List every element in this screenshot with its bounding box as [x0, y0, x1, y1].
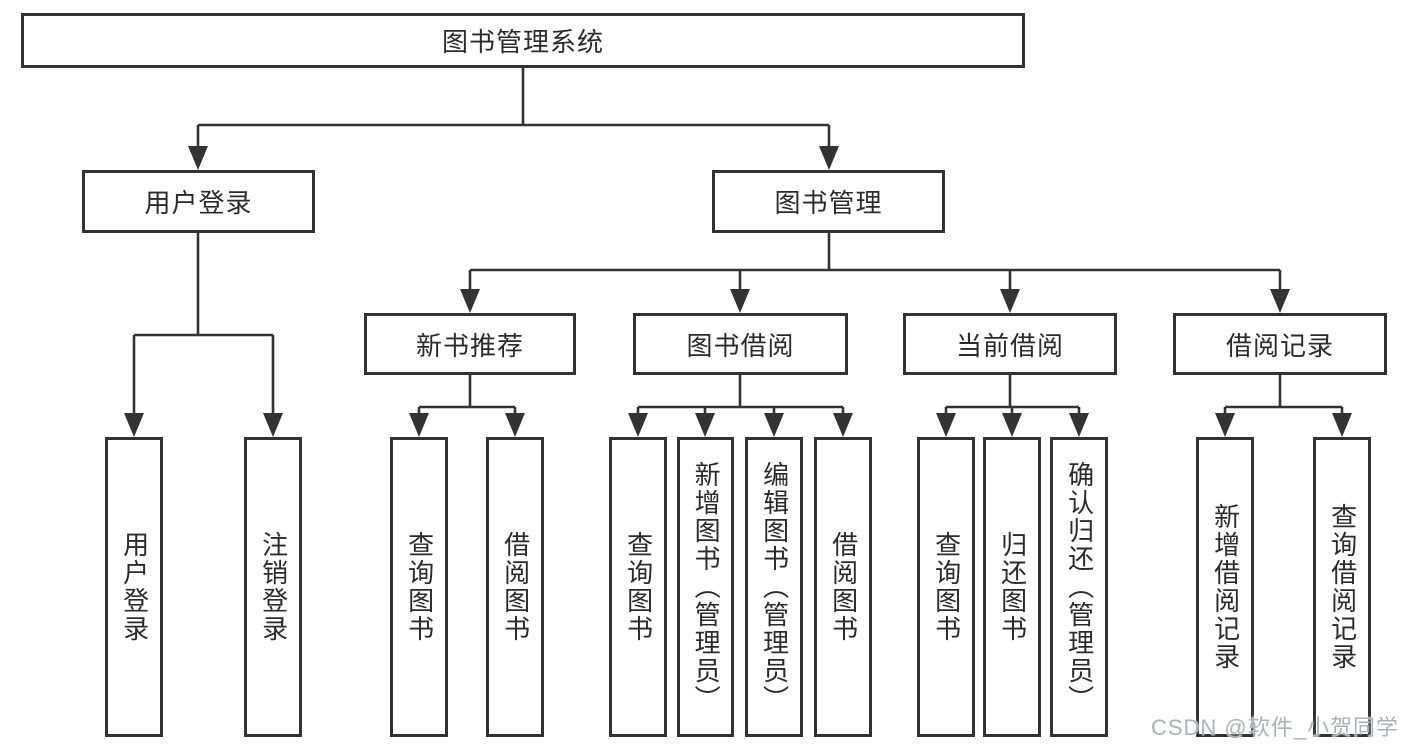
leaf-label: 用户登录: [119, 531, 150, 643]
node-logout-action: 注销登录: [244, 437, 302, 737]
leaf-label: 查询借阅记录: [1327, 503, 1358, 671]
connector-user-login-children: [132, 233, 275, 415]
node-user-login-branch: 用户登录: [82, 170, 315, 233]
leaf-label: 编辑图书（管理员）: [759, 461, 790, 713]
arrow-icon: [409, 413, 429, 437]
arrow-icon: [833, 413, 853, 437]
node-query-borrow-record: 查询借阅记录: [1313, 437, 1371, 737]
arrow-icon: [1000, 289, 1020, 313]
leaf-label: 确认归还（管理员）: [1064, 461, 1095, 713]
node-new-book-recommendation: 新书推荐: [364, 313, 576, 375]
watermark-text: CSDN @软件_小贺同学: [1150, 715, 1399, 740]
node-current-borrowing: 当前借阅: [903, 313, 1117, 375]
node-query-books-recommend: 查询图书: [390, 437, 448, 737]
arrow-icon: [1002, 413, 1022, 437]
node-edit-books-admin: 编辑图书（管理员）: [745, 437, 803, 737]
arrow-icon: [124, 413, 144, 437]
leaf-label: 注销登录: [258, 531, 289, 643]
node-user-login-action: 用户登录: [105, 437, 163, 737]
node-query-books-current: 查询图书: [917, 437, 975, 737]
arrow-icon: [695, 413, 715, 437]
node-confirm-return-admin: 确认归还（管理员）: [1050, 437, 1108, 737]
leaf-label: 查询图书: [931, 531, 962, 643]
connector-borrowing-children: [636, 375, 845, 417]
node-query-books-borrowing: 查询图书: [609, 437, 667, 737]
node-borrow-books-recommend: 借阅图书: [486, 437, 544, 737]
node-borrow-books-borrowing: 借阅图书: [814, 437, 872, 737]
arrow-icon: [628, 413, 648, 437]
node-add-borrow-record: 新增借阅记录: [1196, 437, 1254, 737]
arrow-icon: [1215, 413, 1235, 437]
leaf-label: 归还图书: [997, 531, 1028, 643]
node-add-books-admin: 新增图书（管理员）: [677, 437, 734, 737]
connector-root-to-level2: [196, 68, 831, 150]
leaf-label: 借阅图书: [500, 531, 531, 643]
arrow-icon: [1069, 413, 1089, 437]
node-return-books: 归还图书: [983, 437, 1041, 737]
connector-book-mgmt-categories: [468, 233, 1282, 293]
leaf-label: 查询图书: [623, 531, 654, 643]
arrowheads: [124, 146, 1352, 437]
arrow-icon: [1332, 413, 1352, 437]
arrow-icon: [263, 413, 283, 437]
node-library-system: 图书管理系统: [21, 13, 1025, 68]
leaf-label: 查询图书: [404, 531, 435, 643]
node-borrowing-records: 借阅记录: [1173, 313, 1387, 375]
arrow-icon: [460, 289, 480, 313]
arrow-icon: [730, 289, 750, 313]
arrow-icon: [819, 146, 839, 170]
arrow-icon: [188, 146, 208, 170]
node-book-management-branch: 图书管理: [712, 170, 945, 233]
connector-new-books-children: [417, 375, 517, 417]
arrow-icon: [505, 413, 525, 437]
connector-current-children: [944, 375, 1081, 417]
connector-records-children: [1223, 375, 1344, 417]
arrow-icon: [764, 413, 784, 437]
node-book-borrowing: 图书借阅: [633, 313, 848, 375]
leaf-label: 新增图书（管理员）: [691, 461, 722, 713]
connector-lines: [132, 68, 1344, 417]
arrow-icon: [1270, 289, 1290, 313]
leaf-label: 新增借阅记录: [1210, 503, 1241, 671]
leaf-label: 借阅图书: [828, 531, 859, 643]
arrow-icon: [936, 413, 956, 437]
